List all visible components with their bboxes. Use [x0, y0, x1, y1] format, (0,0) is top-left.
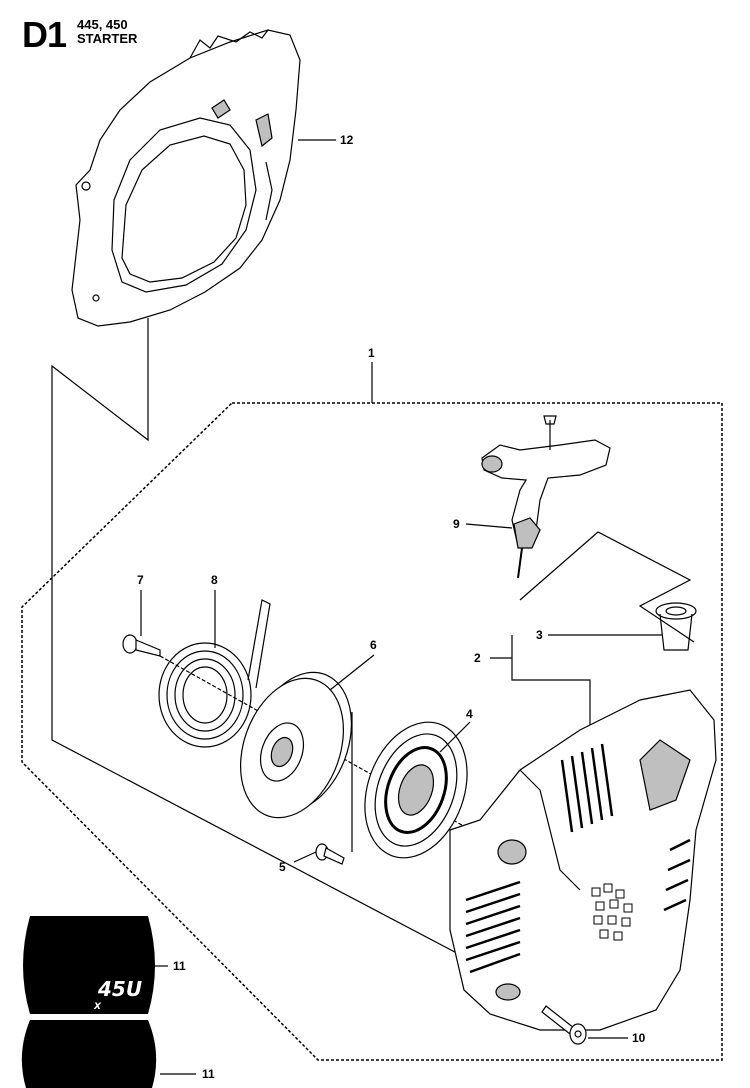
model-numbers: 445, 450: [77, 17, 128, 32]
housing-emblem: [591, 883, 633, 941]
callout-1: 1: [368, 346, 375, 360]
callout-12: 12: [340, 133, 354, 147]
callout-6: 6: [370, 638, 377, 652]
part-2-starter-housing: [449, 689, 717, 1031]
part-9-starter-handle: [481, 415, 611, 579]
callout-8: 8: [211, 573, 218, 587]
axis-line-handle: [519, 531, 695, 643]
axis-line-left: [51, 318, 471, 961]
leader-6: [329, 654, 375, 691]
section-code: D1: [22, 14, 67, 55]
part-12-fan-cover: [71, 29, 301, 327]
part-10-bolt: [541, 1005, 587, 1045]
decal-model-text: 45U: [97, 977, 142, 1001]
callout-9: 9: [453, 517, 460, 531]
callout-7: 7: [137, 573, 144, 587]
leader-4: [439, 721, 471, 753]
assembly-boundary: [21, 402, 723, 1061]
section-title: STARTER: [77, 31, 138, 46]
part-7-screw: [122, 634, 161, 657]
leader-2: [511, 635, 591, 730]
callout-11-bottom: 11: [202, 1067, 215, 1081]
leader-9: [465, 523, 513, 529]
part-11-decal-bottom: [21, 1020, 157, 1088]
leader-5: [293, 851, 317, 863]
callout-11-top: 11: [173, 959, 186, 973]
part-8-recoil-spring: [158, 599, 271, 748]
part-3-rope-guide: [655, 602, 697, 651]
part-11-decal-top: [23, 916, 155, 1014]
callout-3: 3: [536, 628, 543, 642]
part-5-screw: [315, 843, 345, 865]
callout-5: 5: [279, 860, 286, 874]
decal-small-text-right: X: [93, 1002, 102, 1012]
axis-spring: [159, 655, 561, 881]
part-4-spring-cassette: [364, 721, 468, 859]
callout-2: 2: [474, 651, 481, 665]
callout-4: 4: [466, 707, 473, 721]
callout-10: 10: [632, 1031, 646, 1045]
part-6-pulley: [240, 671, 352, 819]
